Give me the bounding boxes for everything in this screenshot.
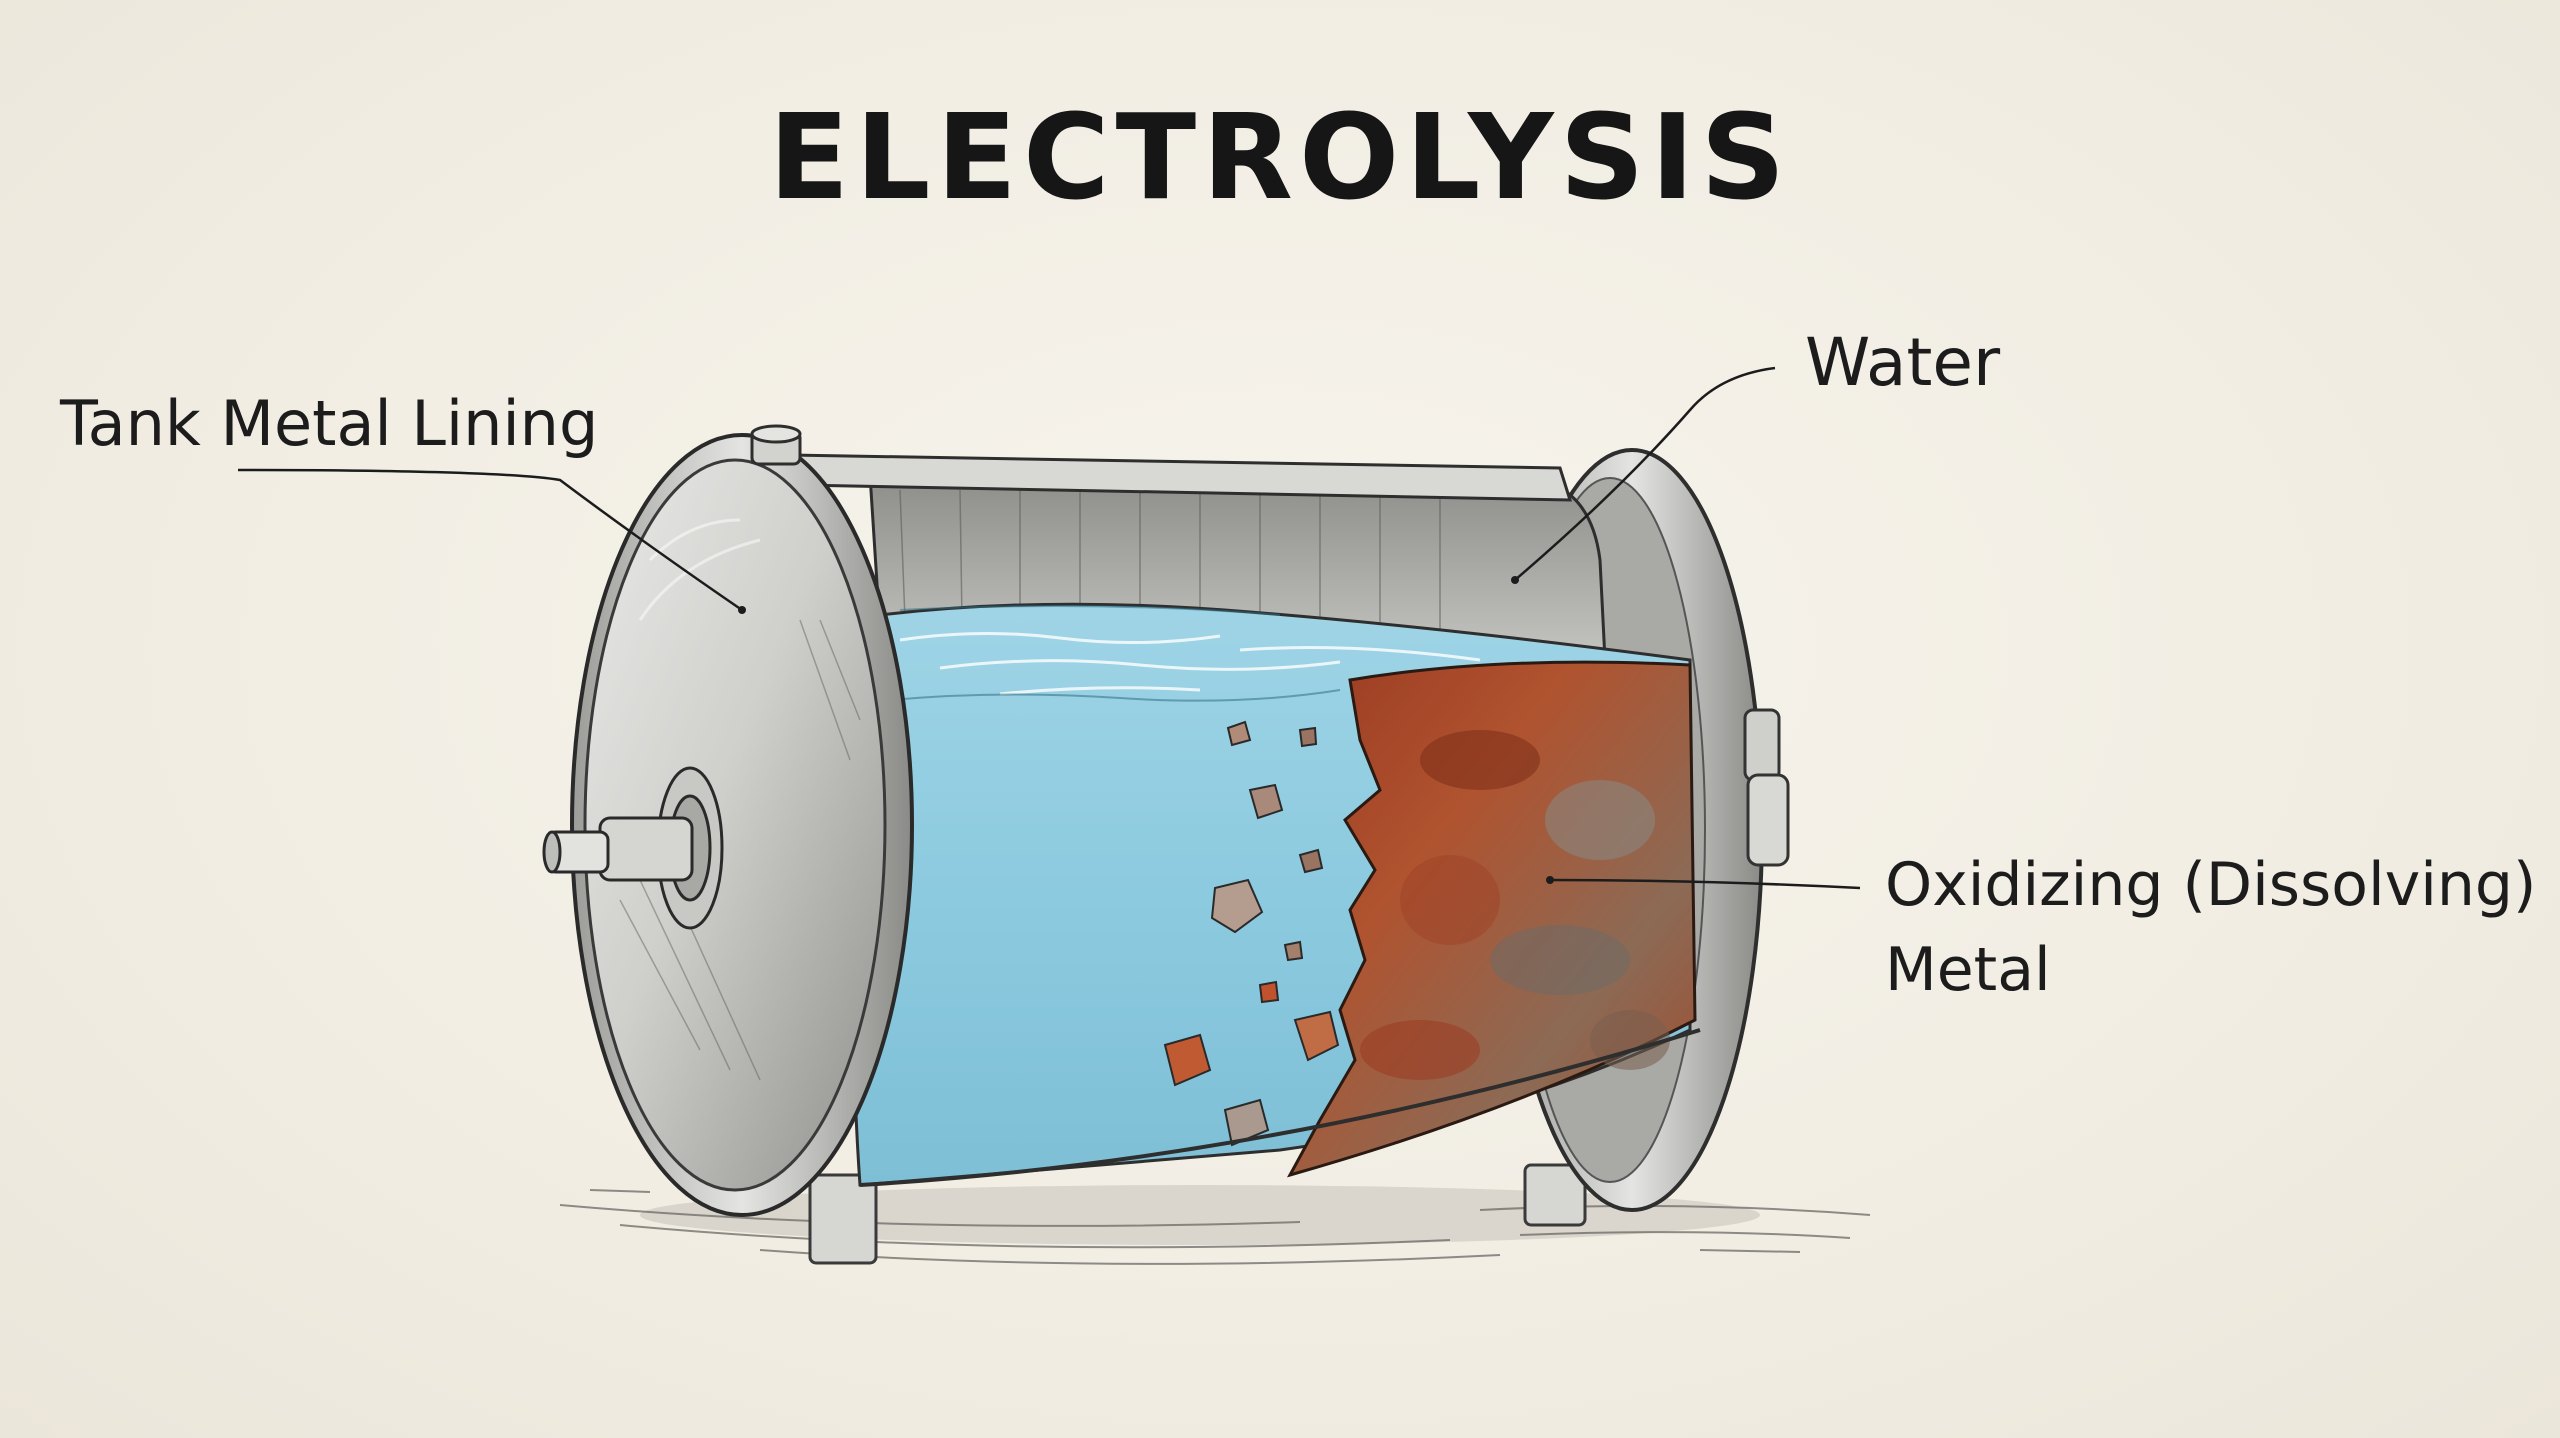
tank-top-nozzle <box>750 424 802 466</box>
leader-tank-lining <box>237 468 743 612</box>
label-oxidizing-line2: Metal <box>1885 935 2051 1005</box>
diagram-title: ELECTROLYSIS <box>769 88 1792 226</box>
leader-dot-lining <box>738 606 746 614</box>
leader-dot-water <box>1511 576 1519 584</box>
leader-oxidizing <box>1549 878 1861 890</box>
leader-lines <box>237 366 1861 890</box>
leader-water <box>1514 366 1776 581</box>
tank-bottom-edge <box>859 1028 1701 1187</box>
rust-flakes <box>1163 720 1340 1147</box>
water-surface-lines <box>889 605 1341 702</box>
tank-feet <box>808 1163 1587 1265</box>
leader-dot-oxidizing <box>1546 876 1554 884</box>
water-ripples <box>899 631 1481 696</box>
tank-shadow <box>640 1185 1760 1245</box>
inner-wall-hatching <box>899 489 1441 636</box>
tank-left-end-cap <box>570 433 914 1217</box>
label-water: Water <box>1805 324 2001 401</box>
rust-texture <box>1360 730 1670 1080</box>
terminal-fitting <box>542 766 724 930</box>
label-tank-metal-lining: Tank Metal Lining <box>59 387 598 460</box>
label-oxidizing-line1: Oxidizing (Dissolving) <box>1885 850 2536 920</box>
